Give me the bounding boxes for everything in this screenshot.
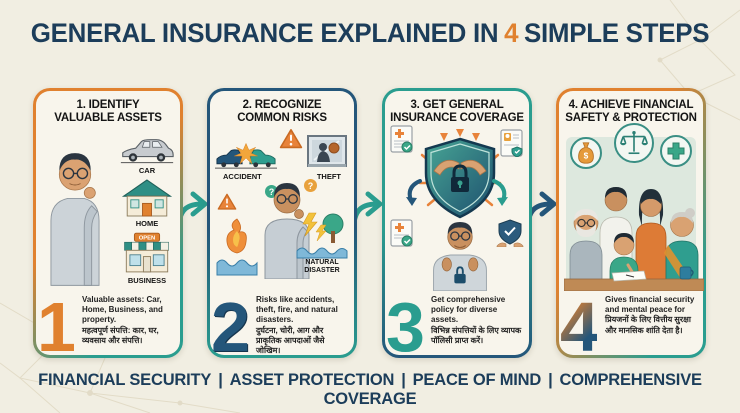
accident-icon xyxy=(215,143,277,169)
step-3-number: 3 xyxy=(386,287,425,366)
step-2-number: 2 xyxy=(211,287,250,366)
medical-cross-bubble xyxy=(660,135,692,167)
step-4-description: Gives financial security and mental peac… xyxy=(605,295,699,336)
money-bag-bubble: $ xyxy=(570,137,602,169)
step-4-title-line1: 4. ACHIEVE FINANCIAL xyxy=(568,99,694,111)
title-prefix: GENERAL INSURANCE EXPLAINED IN xyxy=(30,18,499,48)
open-sign-text: OPEN xyxy=(139,236,156,242)
natural-disaster-icon xyxy=(296,212,348,259)
title-step-count: 4 xyxy=(504,18,519,48)
step-2-panel: 2. RECOGNIZE COMMON RISKS ACCIDENT xyxy=(207,88,357,366)
worried-person-illustration xyxy=(264,183,310,279)
warning-triangle-icon xyxy=(217,193,237,210)
business-label: BUSINESS xyxy=(127,276,167,285)
home-icon xyxy=(121,179,173,217)
step-2-title-line2: COMMON RISKS xyxy=(237,112,327,125)
person-with-policy-illustration xyxy=(433,221,487,291)
medical-cross-icon xyxy=(667,142,685,160)
car-label: CAR xyxy=(138,166,156,175)
policy-document-icon xyxy=(390,125,413,153)
footer-item-asset-protection: ASSET PROTECTION xyxy=(229,371,395,389)
title-suffix: SIMPLE STEPS xyxy=(523,18,710,48)
business-icon: OPEN xyxy=(124,232,169,273)
step-1-title-line2: VALUABLE ASSETS xyxy=(54,112,162,125)
step-4-panel: 4. ACHIEVE FINANCIAL SAFETY & PROTECTION… xyxy=(556,88,706,366)
scales-of-justice-icon xyxy=(620,131,648,155)
step-1-description-en: Valuable assets: Car, Home, Business, an… xyxy=(82,295,163,325)
theft-label: THEFT xyxy=(316,172,341,181)
step-3-title: 3. GET GENERAL INSURANCE COVERAGE xyxy=(387,99,527,125)
natural-disaster-label: NATURAL DISASTER xyxy=(304,259,340,275)
step-4-number: 4 xyxy=(560,287,599,366)
policy-card-icon xyxy=(500,129,523,157)
step-1-panel: 1. IDENTIFY VALUABLE ASSETS xyxy=(33,88,183,366)
fire-flood-icon xyxy=(216,218,258,276)
step-1-title: 1. IDENTIFY VALUABLE ASSETS xyxy=(38,99,178,125)
step-1-description-hi: महत्वपूर्ण संपत्ति: कार, घर, व्यवसाय और … xyxy=(82,325,159,345)
shield-lock-icon xyxy=(418,129,502,219)
curved-arrow-icon xyxy=(492,179,508,206)
warning-triangle-icon xyxy=(279,128,303,149)
policy-document-icon xyxy=(390,219,413,247)
step-2-title: 2. RECOGNIZE COMMON RISKS xyxy=(212,99,352,125)
step-3-panel: 3. GET GENERAL INSURANCE COVERAGE xyxy=(382,88,532,366)
step-3-title-line2: INSURANCE COVERAGE xyxy=(390,112,524,125)
step-2-description: Risks like accidents, theft, fire, and n… xyxy=(256,295,350,356)
family-illustration xyxy=(564,187,704,291)
step-2-description-en: Risks like accidents, theft, fire, and n… xyxy=(256,295,338,325)
footer-separator: | xyxy=(548,371,553,389)
step-3-title-line1: 3. GET GENERAL xyxy=(410,99,504,111)
step-3-description-hi: विभिन्न संपत्तियों के लिए व्यापक पॉलिसी … xyxy=(431,325,522,345)
step-3-description-en: Get comprehensive policy for diverse ass… xyxy=(431,295,506,325)
hands-holding-shield-icon xyxy=(496,219,524,247)
footer-item-peace-of-mind: PEACE OF MIND xyxy=(412,371,542,389)
theft-icon xyxy=(307,135,347,167)
step-4-title-line2: SAFETY & PROTECTION xyxy=(565,112,697,125)
step-1-number: 1 xyxy=(37,287,76,366)
question-mark-icon: ? xyxy=(304,179,317,192)
step-1-title-line1: 1. IDENTIFY xyxy=(76,99,140,111)
footer-tagline: FINANCIAL SECURITY | ASSET PROTECTION | PEAC… xyxy=(0,371,740,409)
step-4-title: 4. ACHIEVE FINANCIAL SAFETY & PROTECTION xyxy=(561,99,701,125)
accident-label: ACCIDENT xyxy=(223,172,262,181)
step-1-description: Valuable assets: Car, Home, Business, an… xyxy=(82,295,176,346)
step-2-description-hi: दुर्घटना, चोरी, आग और प्राकृतिक आपदाओं ज… xyxy=(256,325,325,356)
footer-item-financial-security: FINANCIAL SECURITY xyxy=(38,371,212,389)
thinking-person-illustration xyxy=(50,153,100,286)
home-label: HOME xyxy=(135,219,159,228)
step-3-description: Get comprehensive policy for diverse ass… xyxy=(431,295,525,346)
footer-separator: | xyxy=(401,371,406,389)
scales-bubble xyxy=(614,123,654,163)
money-bag-icon: $ xyxy=(578,142,594,164)
step-4-description-en: Gives financial security and mental peac… xyxy=(605,295,695,315)
dollar-symbol: $ xyxy=(584,151,589,161)
footer-item-comprehensive-coverage: COMPREHENSIVE COVERAGE xyxy=(323,371,702,408)
step-4-description-hi: प्रियजनों के लिए वित्तीय सुरक्षा और मानस… xyxy=(605,315,691,335)
footer-separator: | xyxy=(218,371,223,389)
step-2-title-line1: 2. RECOGNIZE xyxy=(242,99,322,111)
car-icon xyxy=(120,139,174,164)
curved-arrow-icon xyxy=(406,179,422,206)
